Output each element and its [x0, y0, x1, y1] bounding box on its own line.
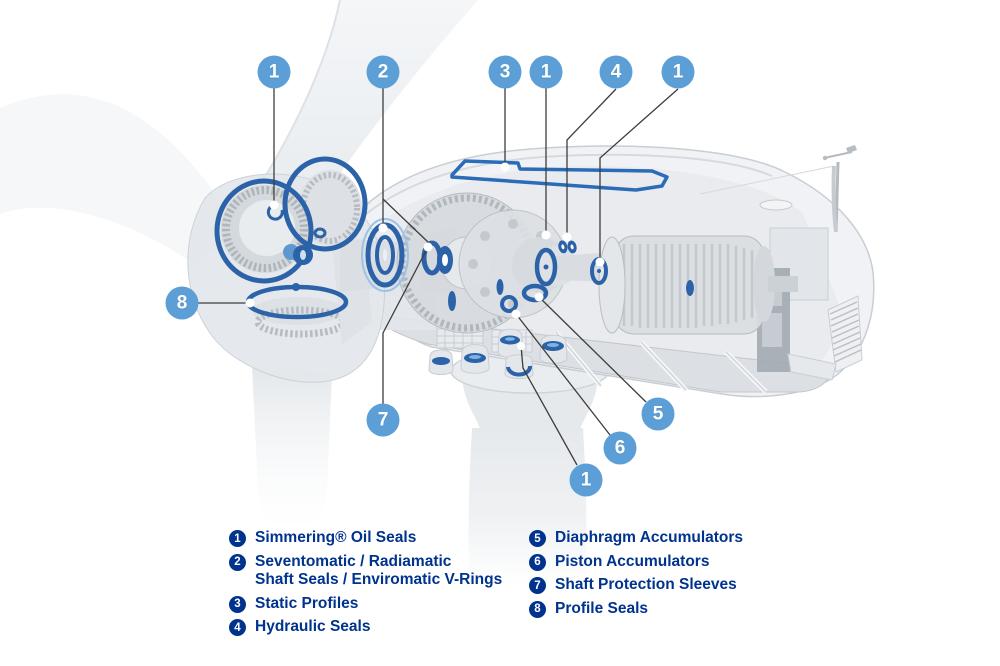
legend-item-diaphragm-accumulators: 5 Diaphragm Accumulators	[529, 529, 829, 548]
callout-2-shaft-seals: 2	[366, 55, 400, 89]
callout-7-shaft-sleeves: 7	[366, 403, 400, 437]
callout-1-hub-seal: 1	[257, 55, 291, 89]
callout-4-hydraulic-seals: 4	[599, 55, 633, 89]
callout-8-profile-seals: 8	[165, 286, 199, 320]
legend-item-static-profiles: 3 Static Profiles	[229, 595, 519, 614]
callout-5-diaphragm-acc: 5	[641, 397, 675, 431]
callout-3-static-profiles: 3	[488, 55, 522, 89]
legend-item-simmering-oil-seals: 1 Simmering® Oil Seals	[229, 529, 519, 548]
legend-dot-8: 8	[529, 600, 546, 618]
legend-dot-3: 3	[229, 595, 246, 613]
callout-6-piston-acc: 6	[603, 431, 637, 465]
callout-1-hss-seal: 1	[661, 55, 695, 89]
legend-dot-1: 1	[229, 530, 246, 547]
gearbox	[340, 192, 614, 334]
callout-1-yaw-seal: 1	[569, 463, 603, 497]
legend-item-shaft-protection-sleeves: 7 Shaft Protection Sleeves	[529, 576, 829, 595]
legend-item-profile-seals: 8 Profile Seals	[529, 600, 829, 619]
legend-dot-2: 2	[229, 553, 246, 571]
legend-dot-5: 5	[529, 530, 546, 547]
leader-lines	[198, 88, 679, 466]
seal-highlights	[214, 156, 694, 377]
callout-1-gearbox-seal: 1	[529, 55, 563, 89]
legend-dot-4: 4	[229, 619, 246, 636]
legend-column-left: 1 Simmering® Oil Seals 2 Seventomatic / …	[229, 529, 519, 642]
legend-dot-6: 6	[529, 553, 546, 571]
anemometer-mast-icon	[699, 145, 857, 233]
legend-item-hydraulic-seals: 4 Hydraulic Seals	[229, 618, 519, 637]
legend-item-piston-accumulators: 6 Piston Accumulators	[529, 553, 829, 572]
legend-column-right: 5 Diaphragm Accumulators 6 Piston Accumu…	[529, 529, 829, 623]
static-profile-outline	[450, 159, 669, 192]
legend-dot-7: 7	[529, 577, 546, 594]
rotor-blades	[0, 0, 478, 532]
leader-dots	[245, 162, 605, 350]
